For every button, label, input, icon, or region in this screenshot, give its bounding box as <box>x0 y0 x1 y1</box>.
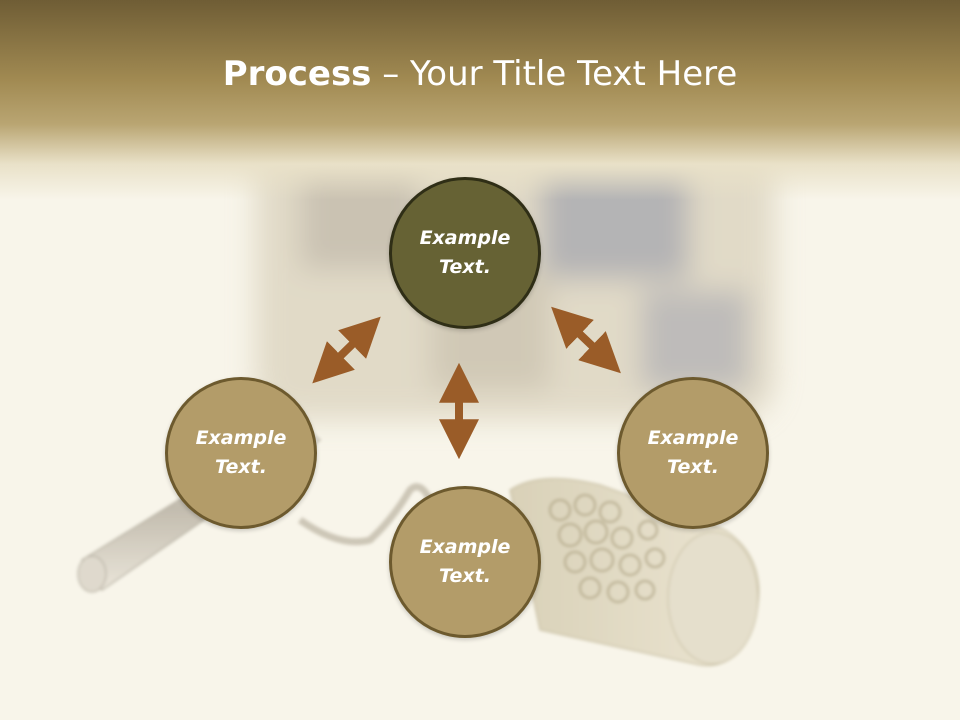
node-right-text: Example Text. <box>647 427 739 478</box>
process-node-bottom: Example Text. <box>389 486 541 638</box>
node-left-text: Example Text. <box>195 427 287 478</box>
slide-title: Process – Your Title Text Here <box>0 52 960 96</box>
title-rest-part: – Your Title Text Here <box>371 54 738 94</box>
arrow-top-right <box>551 306 621 374</box>
process-node-left: Example Text. <box>165 377 317 529</box>
arrow-top-left <box>312 316 381 384</box>
header-band <box>0 0 960 200</box>
process-node-right: Example Text. <box>617 377 769 529</box>
node-bottom-text: Example Text. <box>419 536 511 587</box>
node-top-text: Example Text. <box>419 227 511 278</box>
title-bold-part: Process <box>222 54 372 94</box>
process-node-top: Example Text. <box>389 177 541 329</box>
